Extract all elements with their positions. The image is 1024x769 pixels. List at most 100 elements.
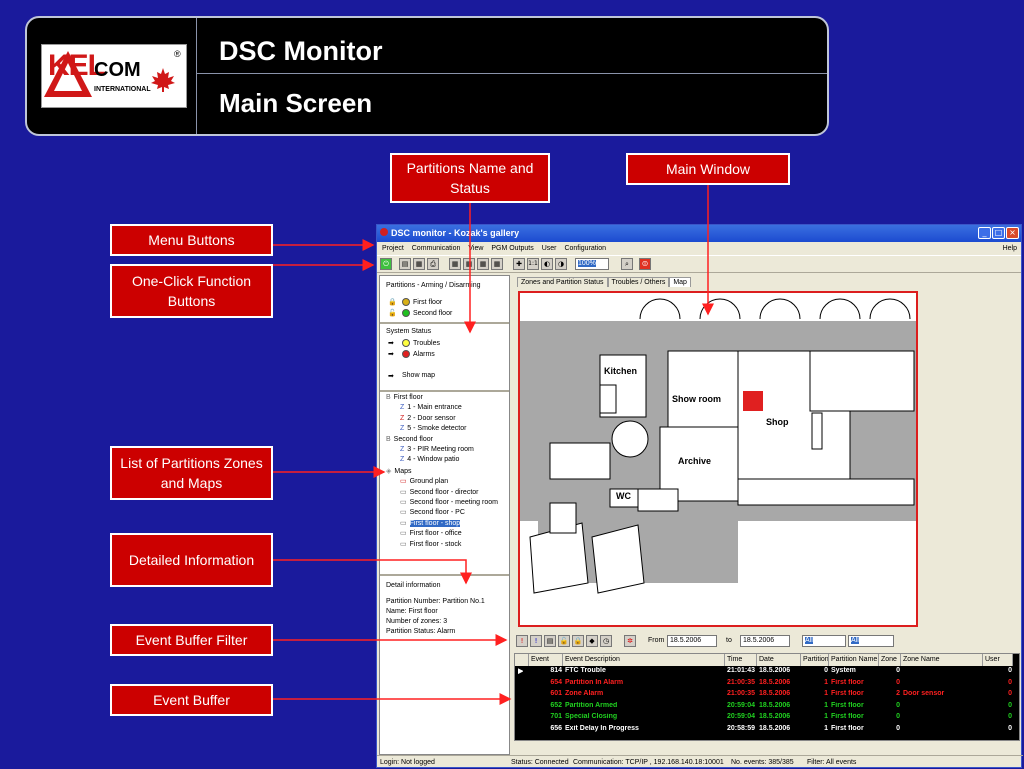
map-icon: ▭ [400,519,407,527]
tree-item[interactable]: ▭Second floor - PC [400,508,465,516]
show-map-button[interactable]: Show map [402,372,436,379]
open-folder-icon[interactable]: ▤ [399,258,411,270]
move-icon[interactable]: ✚ [513,258,525,270]
menu-user[interactable]: User [541,245,557,252]
event-type-select[interactable]: All [802,635,846,647]
tree-item[interactable]: ▭First floor - shop [400,519,461,527]
map-icon: ▭ [400,540,407,548]
zoom-select[interactable]: 100% [575,258,609,270]
event-cell-date: 18.5.2006 [759,724,791,732]
status-dot-green [402,309,410,317]
room-archive: Archive [678,456,712,466]
event-cell-partition: 1 [824,724,828,732]
grid-icon-2[interactable]: ▦ [463,258,475,270]
from-date-picker[interactable]: 18.5.2006 [667,635,717,647]
tree-item[interactable]: ◈Maps [386,467,412,475]
grid-icon-3[interactable]: ▦ [477,258,489,270]
column-header[interactable]: Zone [879,654,901,666]
tree-item-label: First floor - office [409,530,462,538]
logo-tagline: INTERNATIONAL [94,86,151,93]
power-icon[interactable]: ⏼ [639,258,651,270]
map-icon: ▭ [400,530,407,538]
lock-icon[interactable]: 🔒 [388,299,397,306]
event-cell-time: 20:59:04 [727,701,756,709]
menu-communication[interactable]: Communication [411,245,461,252]
unlock-icon[interactable]: 🔓 [388,310,397,317]
partitions-header: Partitions - Arming / Disarming [386,282,481,289]
info-filter-icon[interactable]: ! [530,635,542,647]
zone-alarm-icon: Z [400,414,405,422]
maps-icon: ◈ [386,467,392,475]
connect-icon[interactable]: ⏻ [380,258,392,270]
to-date-value: 18.5.2006 [743,637,775,644]
tree-item[interactable]: ▭Second floor - director [400,488,479,496]
partition-first-floor[interactable]: First floor [402,298,442,306]
tree-item[interactable]: ▭First floor - stock [400,540,461,548]
column-header[interactable]: Partition [801,654,829,666]
detail-line: Name: First floor [386,608,438,615]
print-icon[interactable]: ⎙ [427,258,439,270]
column-header[interactable]: Date [757,654,801,666]
close-icon[interactable]: × [1006,227,1019,239]
status-login: Login: Not logged [380,759,435,766]
tab-zones-partition-status[interactable]: Zones and Partition Status [517,277,608,287]
maximize-icon[interactable]: □ [992,227,1005,239]
alarms-status[interactable]: Alarms [402,350,435,358]
clock-filter-icon[interactable]: ◷ [600,635,612,647]
column-header[interactable]: User [983,654,1013,666]
shield-filter-icon[interactable]: ◆ [586,635,598,647]
tree-item[interactable]: ▭Second floor - meeting room [400,498,498,506]
partition-second-floor[interactable]: Second floor [402,309,452,317]
magnifier-icon[interactable]: ⌕ [621,258,633,270]
minimize-icon[interactable]: _ [978,227,991,239]
partition-select[interactable]: All [848,635,894,647]
lock-filter-icon[interactable]: 🔒 [572,635,584,647]
unlock-filter-icon[interactable]: 🔓 [558,635,570,647]
floor-plan-map[interactable]: Kitchen Show room Shop Archive WC [518,291,918,627]
troubles-status[interactable]: Troubles [402,339,440,347]
tree-item[interactable]: ▭First floor - office [400,529,462,537]
book-filter-icon[interactable]: ▤ [544,635,556,647]
menu-project[interactable]: Project [382,245,404,252]
tab-map[interactable]: Map [669,277,691,287]
column-header[interactable]: Zone Name [901,654,983,666]
column-header[interactable]: Partition Name [829,654,879,666]
grid-icon-1[interactable]: ▦ [449,258,461,270]
zoom-1to1-button[interactable]: 1:1 [527,258,539,270]
detail-header: Detail information [386,582,441,589]
tree-item[interactable]: ▭Ground plan [400,477,448,485]
menu-pgm-outputs[interactable]: PGM Outputs [491,245,534,252]
event-cell-desc: Zone Alarm [565,690,604,697]
menu-configuration[interactable]: Configuration [564,245,607,252]
save-icon[interactable]: ▦ [413,258,425,270]
room-wc: WC [616,491,631,501]
to-date-picker[interactable]: 18.5.2006 [740,635,790,647]
column-header[interactable]: Event Description [563,654,725,666]
alert-filter-icon[interactable]: ! [516,635,528,647]
settings-filter-icon[interactable]: ✲ [624,635,636,647]
menu-help[interactable]: Help [1002,245,1017,252]
column-header[interactable]: Time [725,654,757,666]
event-cell-user: 0 [1008,690,1012,697]
tab-troubles-others[interactable]: Troubles / Others [607,277,670,287]
grid-icon-4[interactable]: ▦ [491,258,503,270]
alarms-label: Alarms [413,350,435,358]
zoom-fit-icon[interactable]: ◑ [555,258,567,270]
menu-view[interactable]: View [468,245,484,252]
zoom-out-icon[interactable]: ◐ [541,258,553,270]
column-header[interactable]: Event [529,654,563,666]
